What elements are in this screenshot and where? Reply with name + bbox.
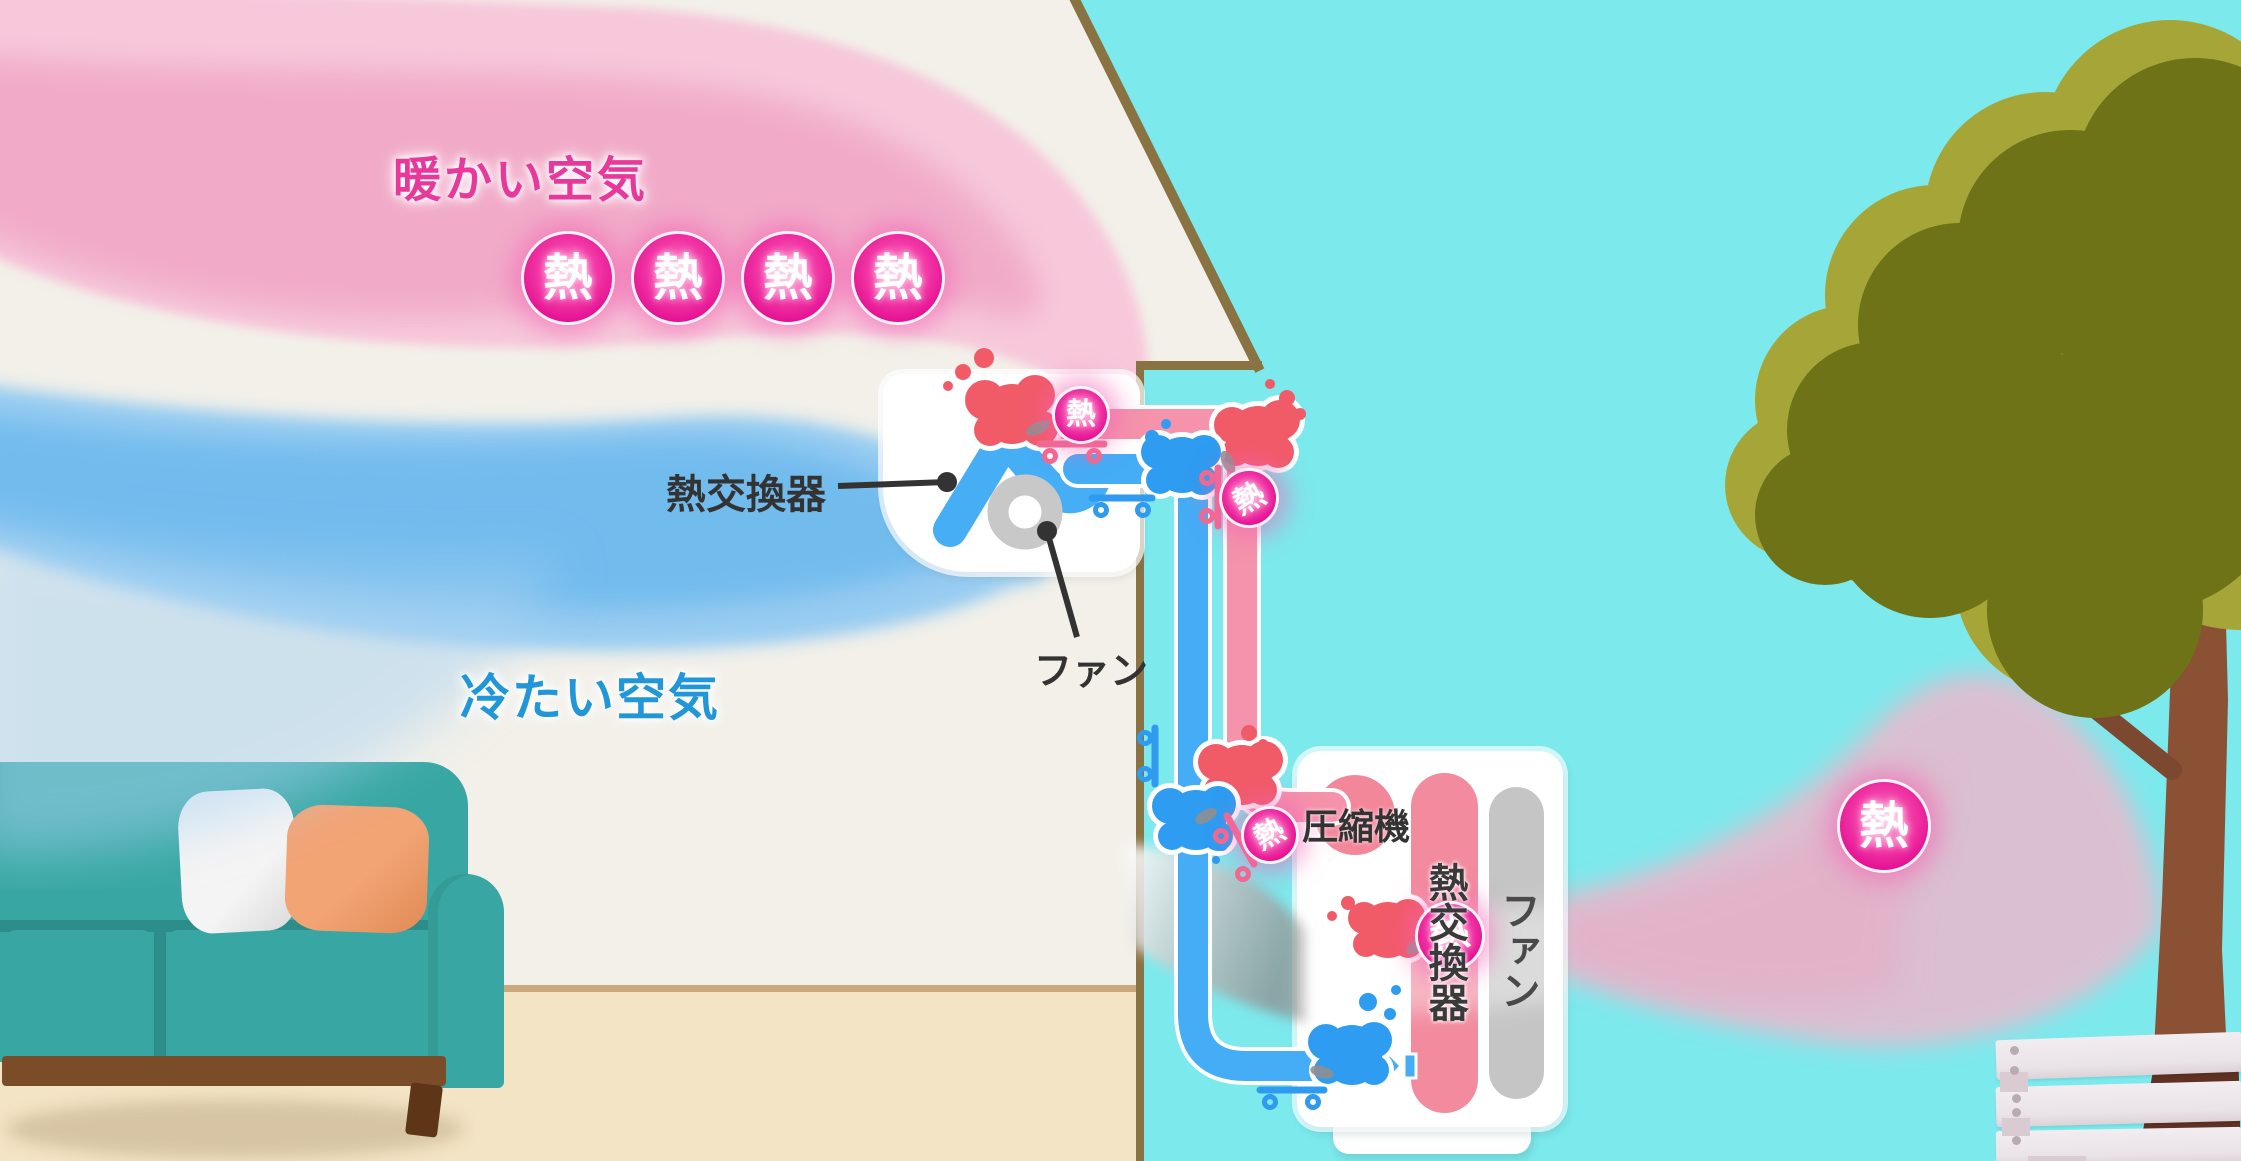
heat-badge: 熱 (634, 234, 722, 322)
cold-refrigerant-cloud (1136, 419, 1226, 500)
sofa-seat-cushion (4, 930, 154, 1060)
hot-refrigerant-cloud (1193, 725, 1288, 810)
pillow-white (176, 787, 300, 935)
cold-refrigerant-cloud (1147, 781, 1241, 864)
fence-post (2028, 1156, 2086, 1161)
compressor-label: 圧縮機 (1302, 806, 1411, 847)
cold-air-label: 冷たい空気 (460, 670, 720, 726)
sofa-seat-cushion (166, 930, 438, 1060)
fence-slat (1995, 1031, 2241, 1081)
fence (1992, 1028, 2241, 1161)
heat-badge: 熱 (744, 234, 832, 322)
sofa-shadow (6, 1100, 464, 1158)
fence-nail (2012, 1094, 2021, 1103)
fence-nail (2010, 1046, 2019, 1055)
indoor-fan-label: ファン (1034, 651, 1149, 693)
heat-badge: 熱 (1212, 461, 1286, 535)
fence-nail (2010, 1066, 2019, 1075)
warm-air-label: 暖かい空気 (393, 154, 649, 207)
heat-badge: 熱 (1840, 782, 1928, 870)
heat-badge: 熱 (524, 234, 612, 322)
sofa-armrest (428, 874, 504, 1088)
fence-post (2000, 1072, 2028, 1092)
fence-nail (2012, 1108, 2021, 1117)
outdoor-heat-exchanger-label: 熱交換器 (1422, 862, 1467, 1022)
outdoor-fan-label: ファン (1494, 890, 1539, 1010)
roof-eave (1136, 361, 1262, 370)
sofa-wood-base (2, 1056, 446, 1086)
sofa-cushion-gap (154, 928, 166, 1058)
heat-badge: 熱 (1234, 799, 1306, 871)
indoor-heat-exchanger-label: 熱交換器 (666, 473, 826, 517)
heat-badge: 熱 (854, 234, 942, 322)
heat-badge: 熱 (1055, 389, 1107, 441)
fence-slat (1995, 1080, 2241, 1128)
hot-refrigerant-cloud (1209, 379, 1306, 473)
pillow-orange (283, 803, 431, 935)
tree-canopy (1725, 20, 2241, 718)
fence-nail (2012, 1136, 2021, 1145)
fence-post (2002, 1118, 2030, 1136)
sofa-leg (404, 1082, 444, 1138)
